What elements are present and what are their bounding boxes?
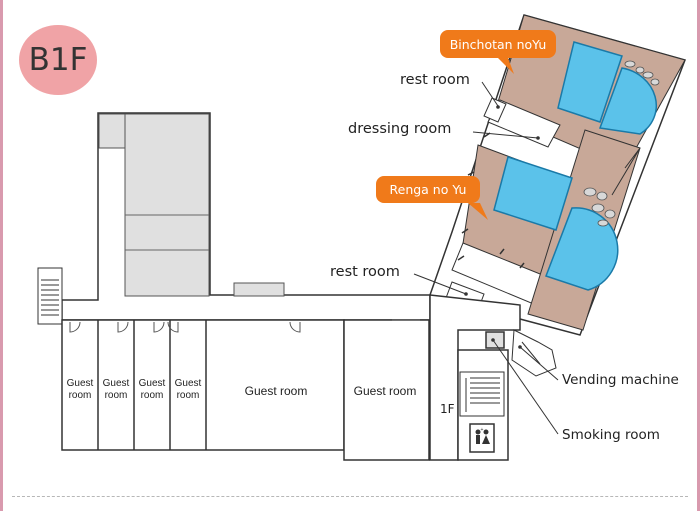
binchotan-callout: Binchotan noYu bbox=[440, 30, 556, 74]
dressing-room-marker bbox=[536, 136, 540, 140]
floor-label: B1F bbox=[28, 42, 88, 78]
binchotan-indoor-pool bbox=[557, 41, 623, 123]
guest-room-6-label: Guest room bbox=[354, 384, 417, 398]
guest-room-4-label: Guest bbox=[175, 378, 202, 389]
frame-left-border bbox=[0, 0, 3, 511]
renga-label: Renga no Yu bbox=[390, 182, 467, 197]
renga-indoor-pool bbox=[493, 156, 573, 231]
smoking-room-marker bbox=[491, 338, 495, 342]
guest-room-2-label-2: room bbox=[105, 390, 128, 401]
door-swings bbox=[69, 319, 420, 333]
lower-rest-room-marker bbox=[464, 292, 468, 296]
lower-rest-room-leader bbox=[413, 273, 467, 295]
restroom-sign: + bbox=[469, 423, 495, 453]
vending-machine-label: Vending machine bbox=[562, 372, 679, 388]
garden-rocks bbox=[583, 60, 660, 227]
dressing-room-leader bbox=[472, 131, 539, 139]
binchotan-label: Binchotan noYu bbox=[450, 37, 547, 52]
smoking-room-leader bbox=[492, 339, 559, 435]
bottom-divider bbox=[12, 496, 688, 497]
renga-callout: Renga no Yu bbox=[376, 176, 488, 220]
guest-room-5-label: Guest room bbox=[245, 384, 308, 398]
bath-wing bbox=[429, 14, 686, 336]
guest-room-1-label: Guest bbox=[67, 378, 94, 389]
vending-machine-leader bbox=[519, 346, 559, 381]
stairs-1f-label: 1F bbox=[440, 402, 455, 416]
guest-room-block bbox=[61, 319, 430, 461]
upper-rest-room-leader bbox=[481, 81, 499, 107]
frame-right-border bbox=[697, 0, 700, 511]
floor-badge: B1F bbox=[19, 25, 97, 95]
upper-rest-room bbox=[483, 97, 507, 123]
smoking-room-label: Smoking room bbox=[562, 427, 660, 443]
upper-rest-room-marker bbox=[496, 105, 500, 109]
dressing-room-label: dressing room bbox=[348, 121, 451, 137]
guest-room-4-label-2: room bbox=[177, 390, 200, 401]
upper-rest-room-label: rest room bbox=[400, 72, 470, 88]
guest-room-1-label-2: room bbox=[69, 390, 92, 401]
guest-room-3-label-2: room bbox=[141, 390, 164, 401]
guest-room-3-label: Guest bbox=[139, 378, 166, 389]
vending-machine-marker bbox=[518, 345, 522, 349]
lower-rest-room-label: rest room bbox=[330, 264, 400, 280]
left-stairs bbox=[37, 267, 63, 325]
svg-text:+: + bbox=[481, 427, 484, 433]
wing-block-main bbox=[124, 113, 210, 297]
service-stairs bbox=[459, 371, 505, 417]
renga-outdoor-pool bbox=[545, 207, 619, 291]
corridor-block bbox=[233, 282, 285, 297]
guest-room-2-label: Guest bbox=[103, 378, 130, 389]
binchotan-outdoor-pool bbox=[598, 67, 657, 135]
vending-corridor bbox=[511, 329, 557, 377]
